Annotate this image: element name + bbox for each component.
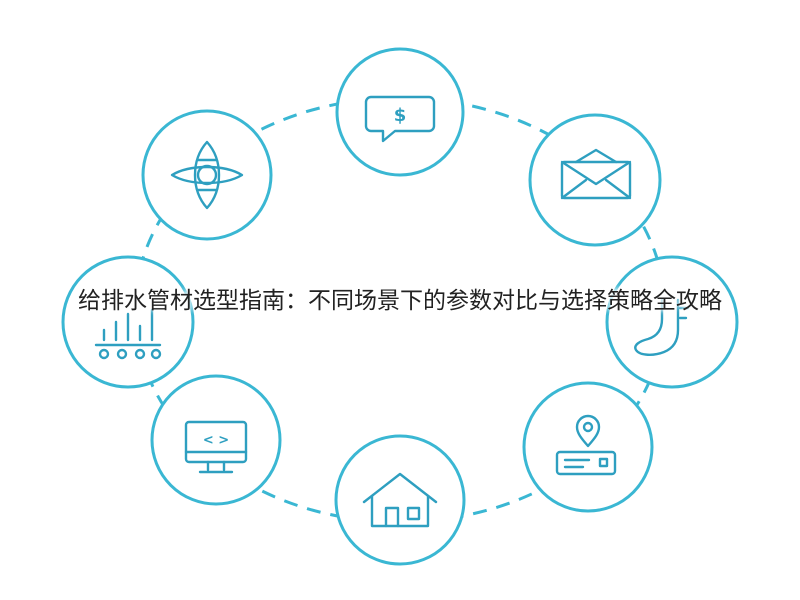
envelope-icon (560, 148, 632, 200)
compass-rose-icon (170, 140, 244, 210)
dollar-glyph: $ (394, 105, 407, 126)
location-pin-card-icon (555, 414, 617, 476)
node-home (334, 434, 466, 566)
foot-icon (634, 298, 690, 356)
node-compass (141, 109, 273, 241)
house-icon (362, 472, 438, 528)
dollar-chat-bubble-icon: $ (364, 95, 436, 143)
node-mail (528, 113, 662, 247)
bar-chart-icon (94, 308, 162, 360)
node-foot (605, 255, 739, 389)
node-location-card (522, 381, 654, 513)
node-code-monitor: < > (150, 374, 282, 506)
code-glyph: < > (203, 433, 229, 448)
node-dollar-chat: $ (335, 47, 465, 177)
page-title: 给排水管材选型指南：不同场景下的参数对比与选择策略全攻略 (78, 288, 722, 314)
code-monitor-icon: < > (184, 420, 248, 474)
node-bar-chart (61, 255, 195, 389)
